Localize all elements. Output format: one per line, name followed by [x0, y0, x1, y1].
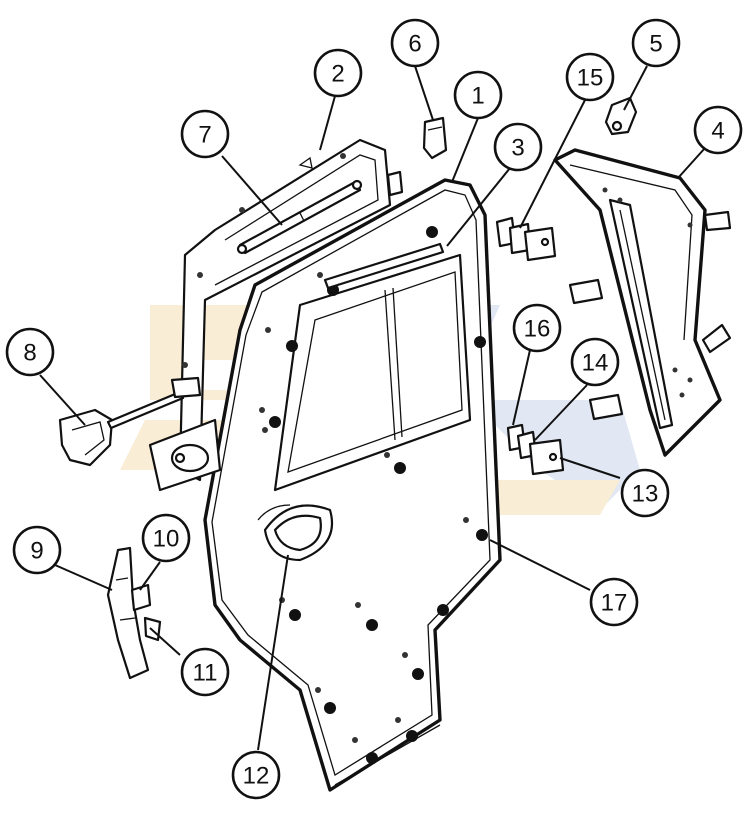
leader-9: [54, 564, 113, 591]
lock-assembly-part: [58, 376, 202, 467]
callout-label: 2: [331, 61, 344, 88]
leader-lines: [39, 65, 706, 751]
callout-15: 15: [565, 52, 615, 102]
leader-12: [257, 554, 289, 751]
callout-16: 16: [512, 303, 562, 353]
callout-label: 1: [471, 83, 484, 110]
callout-11: 11: [180, 647, 230, 697]
callout-label: 17: [601, 590, 628, 617]
callout-label: 12: [243, 763, 270, 790]
callout-label: 10: [153, 526, 180, 553]
callout-1: 1: [453, 70, 503, 120]
loose-clips: [568, 278, 624, 421]
callout-6: 6: [390, 18, 440, 68]
callout-label: 9: [30, 538, 43, 565]
callout-10: 10: [141, 513, 191, 563]
leader-7: [221, 155, 283, 226]
door-handle-part: [257, 504, 334, 562]
leader-2: [319, 95, 336, 151]
callout-7: 7: [180, 109, 230, 159]
leader-4: [677, 147, 706, 179]
leader-14: [534, 384, 588, 441]
callout-label: 6: [408, 31, 421, 58]
callout-8: 8: [5, 327, 55, 377]
hinge-set-part: [495, 216, 557, 262]
callout-3: 3: [493, 122, 543, 172]
leader-16: [512, 349, 531, 426]
small-hinge-parts: [506, 423, 565, 476]
callout-label: 5: [649, 31, 662, 58]
callout-label: 16: [524, 316, 551, 343]
callout-4: 4: [693, 105, 743, 155]
callout-17: 17: [589, 577, 639, 627]
callout-12: 12: [231, 750, 281, 800]
leader-10: [139, 561, 161, 591]
callout-label: 8: [23, 340, 36, 367]
fender-panel-part: [553, 148, 732, 457]
leader-6: [414, 65, 434, 121]
callout-label: 3: [511, 135, 524, 162]
callout-14: 14: [570, 337, 620, 387]
callout-13: 13: [620, 468, 670, 518]
callout-label: 4: [711, 118, 724, 145]
leader-5: [623, 65, 648, 111]
hinge-bracket-part: [604, 96, 638, 136]
callout-label: 7: [198, 122, 211, 149]
callout-label: 11: [193, 660, 218, 687]
leader-11: [149, 627, 181, 656]
leader-13: [559, 457, 621, 479]
leader-1: [451, 117, 479, 183]
latch-plate-part: [148, 418, 222, 492]
leader-17: [489, 539, 591, 591]
callout-9: 9: [12, 525, 62, 575]
callout-2: 2: [313, 48, 363, 98]
callout-label: 15: [577, 65, 604, 92]
callout-label: 13: [632, 481, 659, 508]
gas-strut-part: [236, 179, 363, 255]
leader-15: [519, 99, 586, 229]
leader-3: [446, 167, 511, 247]
door-frame-part: [178, 138, 404, 482]
door-panel-part: [203, 178, 502, 792]
leader-8: [39, 374, 86, 426]
callout-label: 14: [582, 350, 609, 377]
clip-part-6: [422, 116, 448, 160]
callout-5: 5: [631, 18, 681, 68]
lower-bracket-part: [106, 546, 162, 680]
window-seal-part: [323, 242, 445, 290]
